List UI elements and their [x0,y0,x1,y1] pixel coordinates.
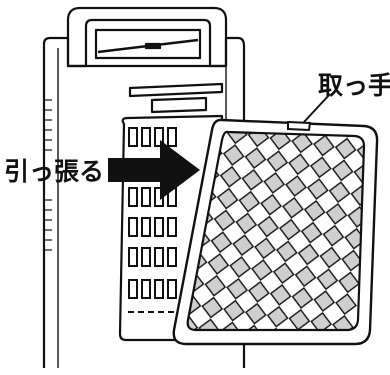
pull-label: 引っ張る [4,157,105,186]
handle-leader-line [303,93,331,123]
pull-arrow-icon [108,140,200,200]
filter-frame-icon [172,118,379,346]
handle-label: 取っ手 [318,71,390,100]
filter-handle-tab [287,120,312,132]
grille-slots [128,127,177,313]
